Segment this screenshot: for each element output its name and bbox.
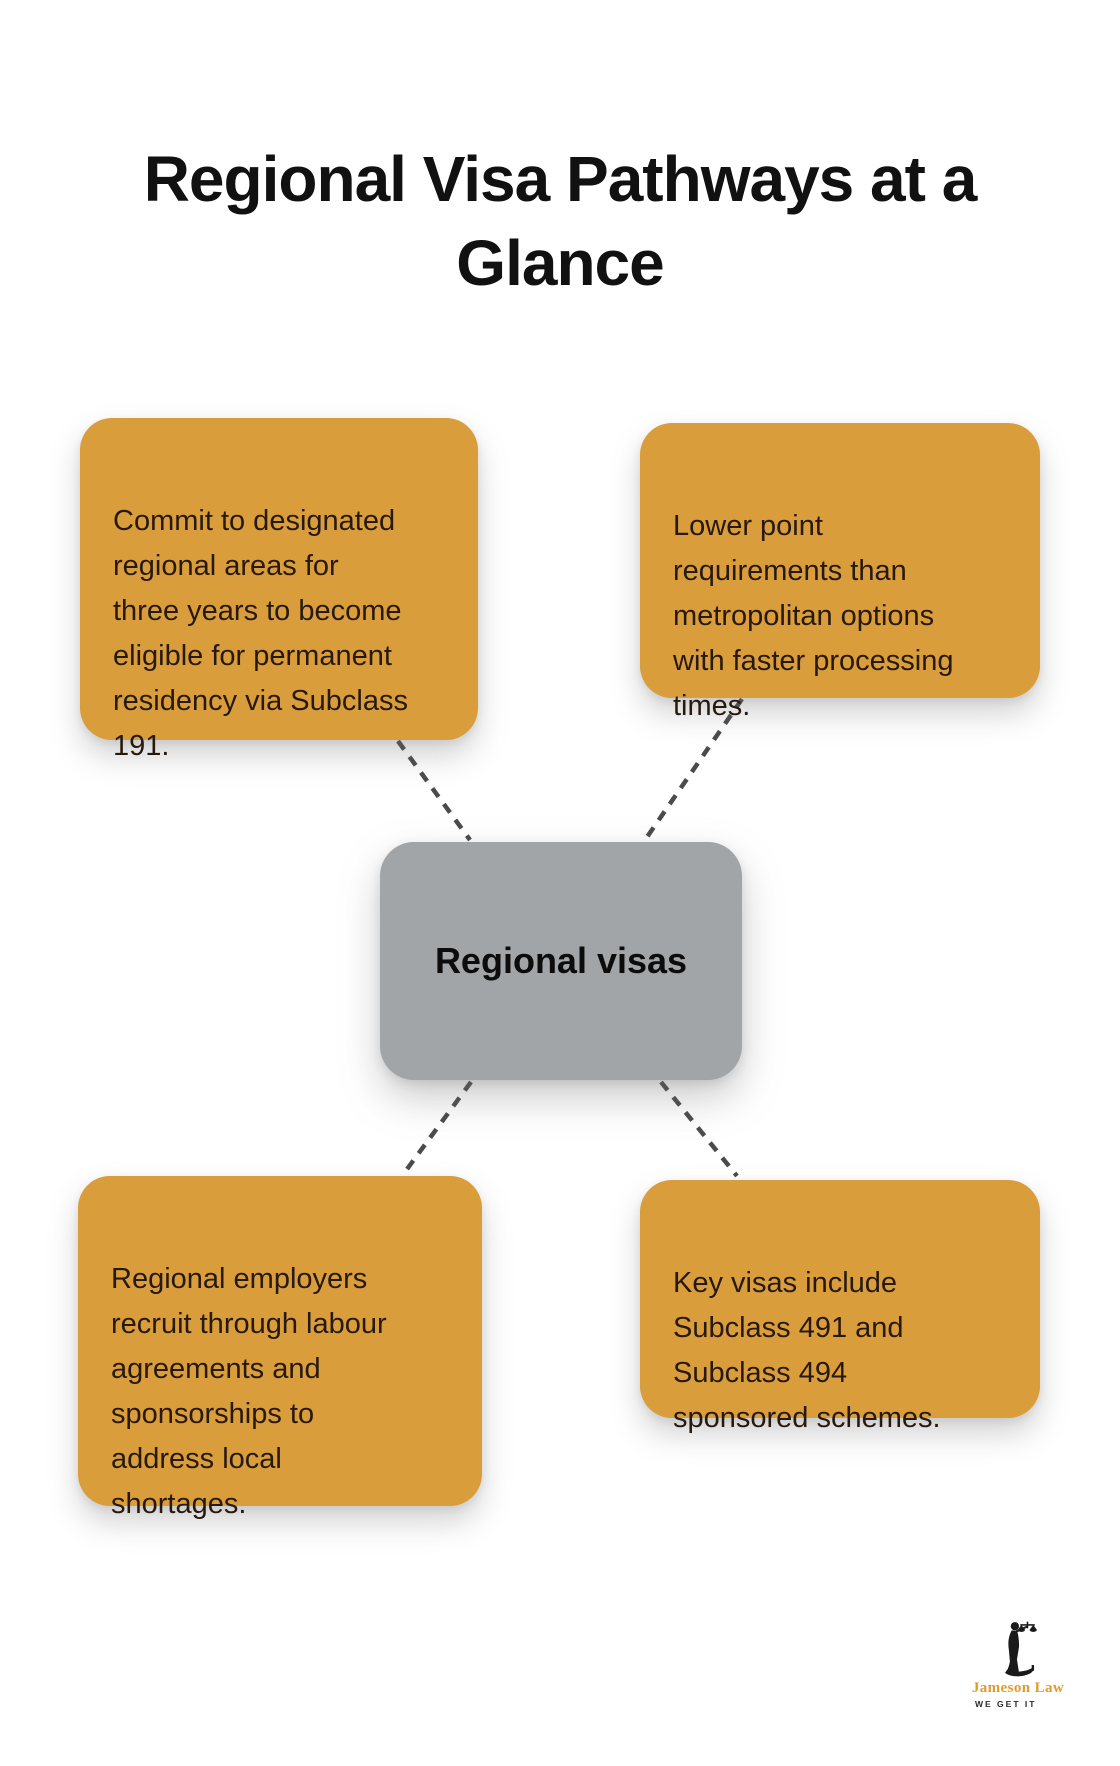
center-node: Regional visas xyxy=(380,842,742,1080)
jameson-law-logo: Jameson Law WE GET IT xyxy=(966,1620,1070,1709)
info-box-bottom-right: Key visas include Subclass 491 and Subcl… xyxy=(640,1180,1040,1434)
info-box-top-right-text: Lower point requirements than metropolit… xyxy=(673,510,954,722)
connector-bottom-right xyxy=(659,1080,739,1178)
info-box-top-left-text: Commit to designated regional areas for … xyxy=(113,505,408,762)
info-box-bottom-left-text: Regional employers recruit through labou… xyxy=(111,1263,387,1520)
connector-top-left xyxy=(396,739,472,842)
center-node-label: Regional visas xyxy=(434,940,688,981)
info-box-bottom-left: Regional employers recruit through labou… xyxy=(78,1176,482,1520)
lady-justice-scales-icon xyxy=(1005,1621,1037,1677)
info-box-bottom-right-text: Key visas include Subclass 491 and Subcl… xyxy=(673,1267,941,1434)
page-title: Regional Visa Pathways at a Glance xyxy=(143,142,978,299)
logo-brand-name: Jameson Law xyxy=(971,1680,1065,1696)
connector-bottom-left xyxy=(400,1080,473,1178)
info-box-top-left: Commit to designated regional areas for … xyxy=(80,418,478,762)
logo-tagline: WE GET IT xyxy=(975,1699,1037,1709)
info-box-top-right: Lower point requirements than metropolit… xyxy=(640,423,1040,722)
